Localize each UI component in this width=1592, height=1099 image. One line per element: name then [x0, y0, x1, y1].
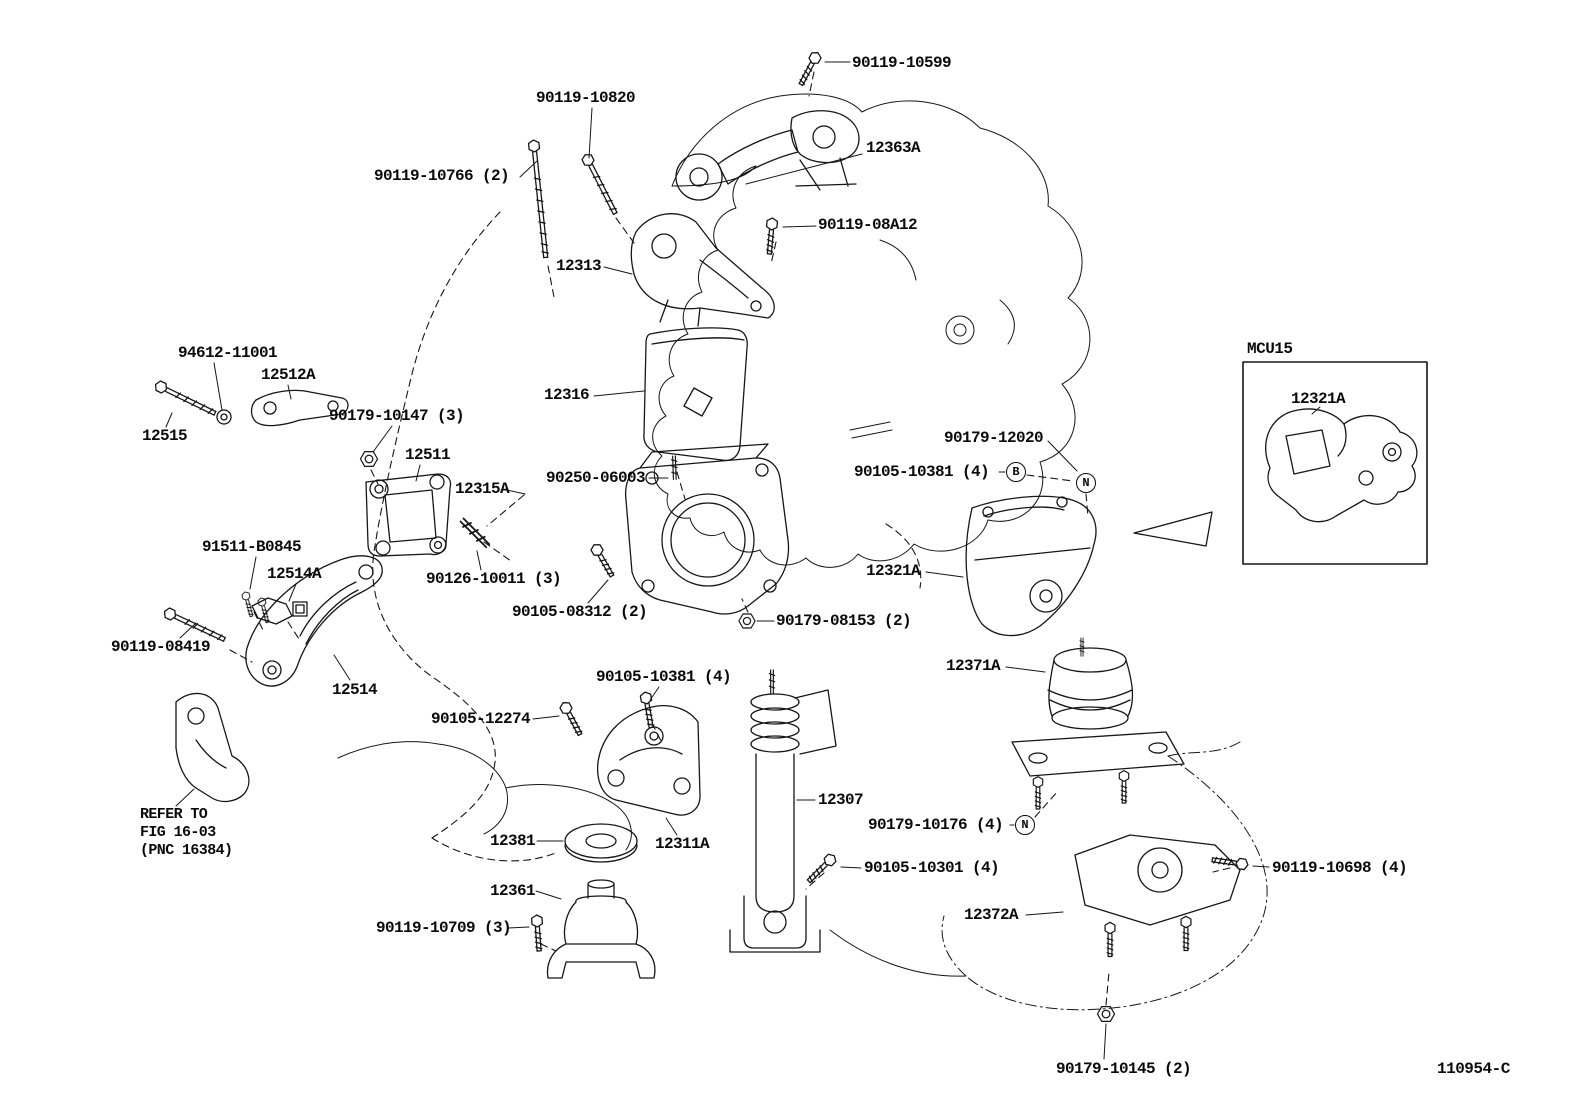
part-label: 12321A: [866, 562, 921, 580]
part-label: 12371A: [946, 657, 1001, 675]
part-label: 90119-10820: [536, 89, 636, 107]
assembly-dashed-lines: [229, 71, 1231, 1006]
part-label: 12307: [818, 791, 864, 809]
part-label: 90105-12274: [431, 710, 531, 728]
part-refer-bracket: [175, 692, 250, 803]
part-label: 12514: [332, 681, 378, 699]
part-label: 90105-08312 (2): [512, 603, 648, 621]
refer-note-line: REFER TO: [140, 806, 208, 823]
part-label: 12316: [544, 386, 590, 404]
part-label: 90179-12020: [944, 429, 1044, 447]
part-label: 90105-10301 (4): [864, 859, 1000, 877]
part-label: 12372A: [964, 906, 1019, 924]
part-12313-bracket: [630, 213, 775, 327]
part-label: 12515: [142, 427, 188, 445]
refer-note-line: FIG 16-03: [140, 824, 216, 841]
part-label: 90119-10709 (3): [376, 919, 512, 937]
part-label: 90179-10145 (2): [1056, 1060, 1192, 1078]
refer-note-line: (PNC 16384): [140, 842, 233, 859]
part-12512A-bracket: [250, 389, 349, 427]
part-label: 12511: [405, 446, 451, 464]
part-12372A-mount: [1074, 834, 1241, 958]
leader-lines: [165, 61, 1321, 1060]
part-label: 90119-10766 (2): [374, 167, 510, 185]
part-12321A-bracket: [965, 495, 1097, 637]
part-label: 12311A: [655, 835, 710, 853]
transmission-silhouette: [941, 741, 1268, 1011]
part-label: 12321A: [1291, 390, 1346, 408]
fasteners: [152, 49, 1250, 1023]
part-label: 90105-10381 (4): [596, 668, 732, 686]
part-12363A-torque-rod: [675, 110, 860, 201]
callout-n-icon: N: [1076, 473, 1096, 493]
part-12311A-bracket: [596, 705, 701, 816]
part-label: 90126-10011 (3): [426, 570, 562, 588]
engine-outline: [337, 93, 1091, 977]
part-12371A-mount: [1011, 637, 1185, 810]
part-12514A-clamp: [251, 597, 308, 625]
part-label: 94612-11001: [178, 344, 278, 362]
part-label: 12313: [556, 257, 602, 275]
part-label: 90179-10176 (4): [868, 816, 1004, 834]
part-center-mount-bracket: [624, 443, 790, 615]
diagram-code: 110954-C: [1437, 1060, 1510, 1078]
part-12361-mount: [546, 879, 656, 979]
part-label: 90179-10147 (3): [329, 407, 465, 425]
callout-b-icon: B: [1006, 462, 1026, 482]
part-label: 90105-10381 (4): [854, 463, 990, 481]
part-12316-plate: [643, 327, 748, 462]
part-label: 90179-08153 (2): [776, 612, 912, 630]
body-silhouette-dashed: [372, 211, 922, 862]
part-12381-ring: [564, 823, 638, 863]
part-label: 12381: [490, 832, 536, 850]
part-label: 90119-10698 (4): [1272, 859, 1408, 877]
part-label: 12514A: [267, 565, 322, 583]
part-12511-bracket: [365, 473, 452, 557]
part-label: 90119-08419: [111, 638, 211, 656]
part-12307-damper: [729, 669, 837, 953]
part-label: 90250-06003: [546, 469, 646, 487]
part-label: 12315A: [455, 480, 510, 498]
part-label: 12512A: [261, 366, 316, 384]
refer-note: REFER TO FIG 16-03 (PNC 16384): [140, 806, 233, 860]
callout-n-icon: N: [1015, 815, 1035, 835]
part-label: 90119-10599: [852, 54, 952, 72]
part-label: 12363A: [866, 139, 921, 157]
inset-title: MCU15: [1247, 340, 1293, 358]
part-label: 12361: [490, 882, 536, 900]
part-label: 91511-B0845: [202, 538, 302, 556]
part-label: 90119-08A12: [818, 216, 918, 234]
part-12514-arm: [245, 555, 383, 687]
inset-box: [1242, 361, 1428, 565]
inset-arrow: [1133, 511, 1213, 547]
